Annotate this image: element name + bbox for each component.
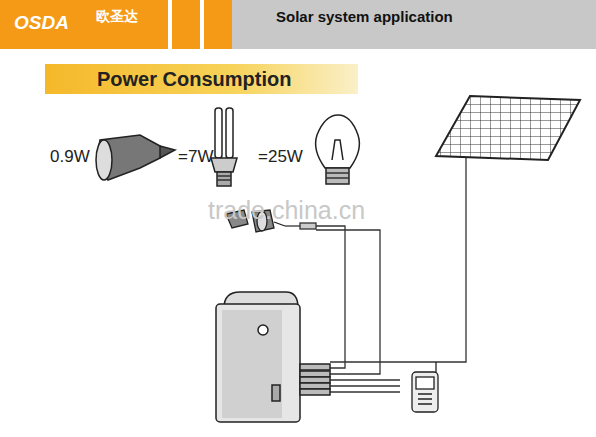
power-value: 0.9W: [50, 147, 90, 167]
led-bulb: [96, 135, 175, 180]
battery-box: [216, 292, 330, 422]
watermark: trade.china.cn: [208, 196, 365, 225]
header-orange: [0, 0, 232, 49]
logo-text: OSDA: [14, 12, 69, 34]
header-stripe: [200, 0, 204, 49]
incandescent-bulb: [316, 115, 360, 184]
power-value: =25W: [258, 147, 303, 167]
header-grey: [232, 0, 596, 49]
logo-chinese: 欧圣达: [96, 8, 138, 26]
heading-band: Power Consumption: [45, 64, 358, 94]
page-title: Solar system application: [276, 8, 453, 25]
wires: [285, 223, 400, 392]
header-stripe: [168, 0, 172, 49]
solar-panel: [330, 96, 580, 362]
heading-text: Power Consumption: [97, 68, 291, 90]
mobile-phone: [412, 362, 438, 412]
power-value: =7W: [178, 147, 213, 167]
cfl-bulb: [211, 108, 237, 186]
